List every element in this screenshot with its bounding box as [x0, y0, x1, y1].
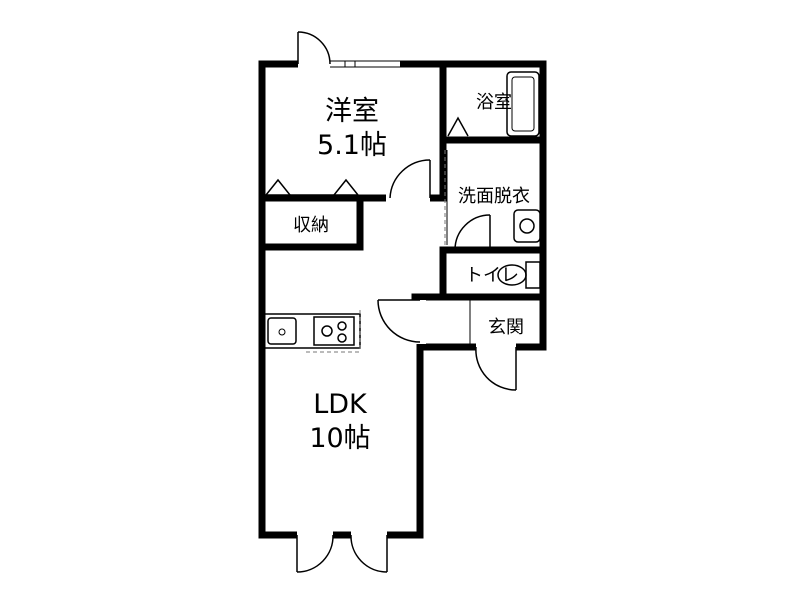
door-western-room	[386, 159, 431, 204]
door-ldk-bottom-left	[296, 530, 334, 573]
toilet-label: トイレ	[465, 265, 519, 286]
closet-doors	[265, 178, 359, 196]
bathroom-label: 浴室	[476, 92, 512, 113]
toilet-fixture	[497, 261, 541, 289]
stove-icon	[313, 316, 355, 346]
door-entrance	[475, 342, 517, 391]
bathtub	[506, 71, 540, 137]
washroom-label: 洗面脱衣	[458, 186, 530, 207]
washroom-partition	[442, 150, 448, 245]
storage-label: 収納	[293, 215, 329, 236]
western-room-name: 洋室	[325, 96, 379, 127]
wash-basin	[513, 209, 541, 243]
bath-door-mark	[447, 116, 469, 137]
door-ldk-bottom-right	[350, 530, 388, 573]
door-top-exterior	[297, 31, 331, 70]
western-room-size: 5.1帖	[317, 130, 387, 161]
kitchen-counter	[263, 310, 361, 353]
ldk-name: LDK	[313, 389, 368, 420]
entrance-label: 玄関	[488, 317, 524, 338]
ldk-size: 10帖	[309, 423, 370, 454]
door-washroom	[454, 214, 491, 251]
interior-walls	[258, 60, 547, 351]
kitchen-sink-icon	[267, 317, 297, 345]
door-ldk-hall	[377, 299, 426, 344]
